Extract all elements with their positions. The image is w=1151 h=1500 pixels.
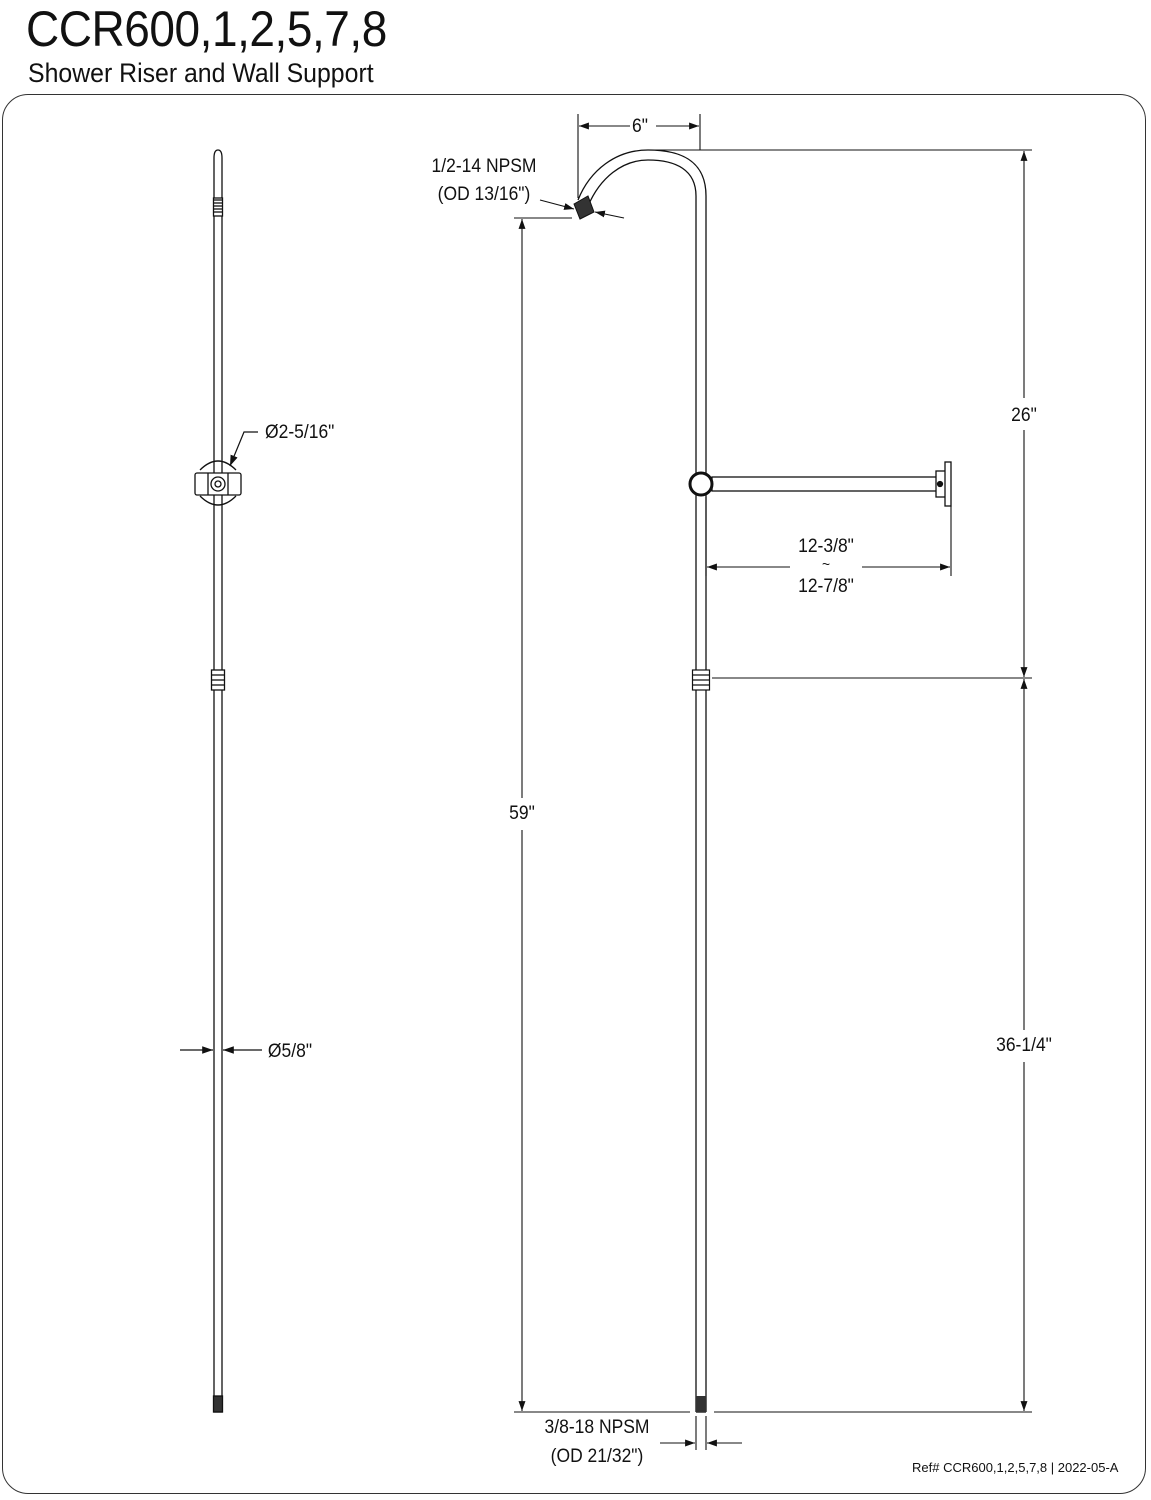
lower-height-label: 36-1/4": [996, 1035, 1052, 1056]
bottom-thread-label-line1: 3/8-18 NPSM: [544, 1417, 650, 1438]
support-length-dimension: [705, 497, 952, 576]
arm-reach-dimension: [577, 114, 701, 198]
total-height-dimension: [514, 217, 690, 1413]
flange-diameter-label: Ø2-5/16": [265, 422, 335, 443]
side-view-top-thread: [212, 197, 224, 217]
flange-diameter-leader: [229, 431, 258, 467]
tube-diameter-label: Ø5/8": [267, 1041, 313, 1062]
page-title: CCR600,1,2,5,7,8: [26, 1, 387, 57]
page-subtitle: Shower Riser and Wall Support: [28, 58, 374, 88]
support-length-min-label: 12-3/8": [798, 536, 854, 557]
front-view-riser: [577, 149, 707, 1413]
top-thread-leader: [539, 199, 625, 219]
drawing-frame: [2, 94, 1146, 1494]
front-view-coupling: [691, 669, 711, 691]
arm-reach-label: 6": [632, 116, 648, 137]
top-thread-label-line1: 1/2-14 NPSM: [431, 156, 537, 177]
front-view-wall-support: [688, 461, 952, 507]
side-view-support-clamp: [194, 460, 242, 506]
upper-height-dimension: [650, 149, 1032, 679]
total-height-label: 59": [509, 803, 535, 824]
reference-number: Ref# CCR600,1,2,5,7,8 | 2022-05-A: [912, 1460, 1119, 1475]
lower-height-dimension: [714, 679, 1032, 1413]
side-view-bottom-thread: [212, 1395, 224, 1413]
bottom-thread-label-line2: (OD 21/32"): [550, 1446, 644, 1467]
front-view-top-thread: [573, 195, 595, 220]
support-length-max-label: 12-7/8": [798, 576, 854, 597]
front-view-bottom-thread: [696, 1396, 706, 1412]
top-thread-label-line2: (OD 13/16"): [437, 184, 531, 205]
bottom-thread-dimension: [660, 1416, 742, 1450]
side-view-coupling: [210, 669, 226, 691]
support-length-tilde: ~: [821, 556, 831, 573]
side-view-riser: [194, 149, 242, 1413]
upper-height-label: 26": [1011, 405, 1037, 426]
